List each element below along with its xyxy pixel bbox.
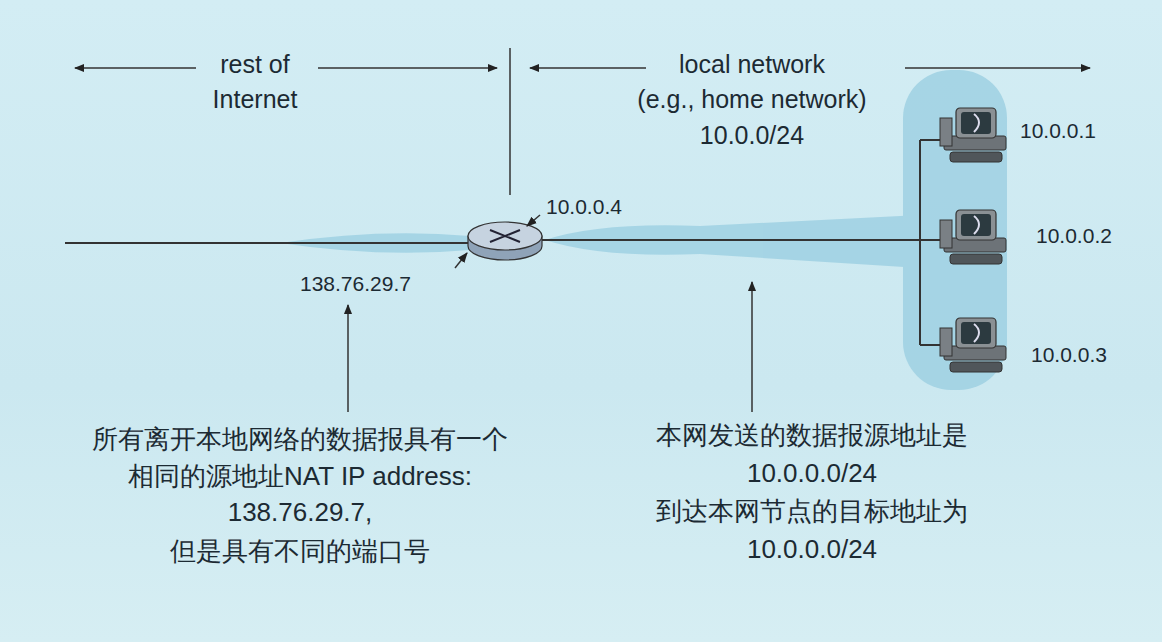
heading: rest of (220, 50, 289, 79)
heading: Internet (213, 85, 298, 114)
note-line: 10.0.0.0/24 (747, 459, 877, 489)
router-symbol (468, 222, 542, 260)
heading: 10.0.0/24 (700, 121, 804, 150)
ip-address: 10.0.0.1 (1020, 119, 1096, 143)
heading: local network (679, 50, 825, 79)
note-line: 到达本网节点的目标地址为 (656, 497, 968, 527)
note-line: 所有离开本地网络的数据报具有一个 (92, 425, 508, 455)
note-line: 相同的源地址NAT IP address: (128, 462, 472, 492)
note-line: 本网发送的数据报源地址是 (656, 421, 968, 451)
note-line: 10.0.0.0/24 (747, 535, 877, 565)
heading: (e.g., home network) (637, 85, 866, 114)
ip-address: 138.76.29.7 (300, 272, 411, 296)
note-line: 138.76.29.7, (228, 498, 373, 528)
note-line: 但是具有不同的端口号 (170, 537, 430, 567)
ip-address: 10.0.0.4 (546, 195, 622, 219)
ip-address: 10.0.0.3 (1031, 343, 1107, 367)
ip-address: 10.0.0.2 (1036, 224, 1112, 248)
